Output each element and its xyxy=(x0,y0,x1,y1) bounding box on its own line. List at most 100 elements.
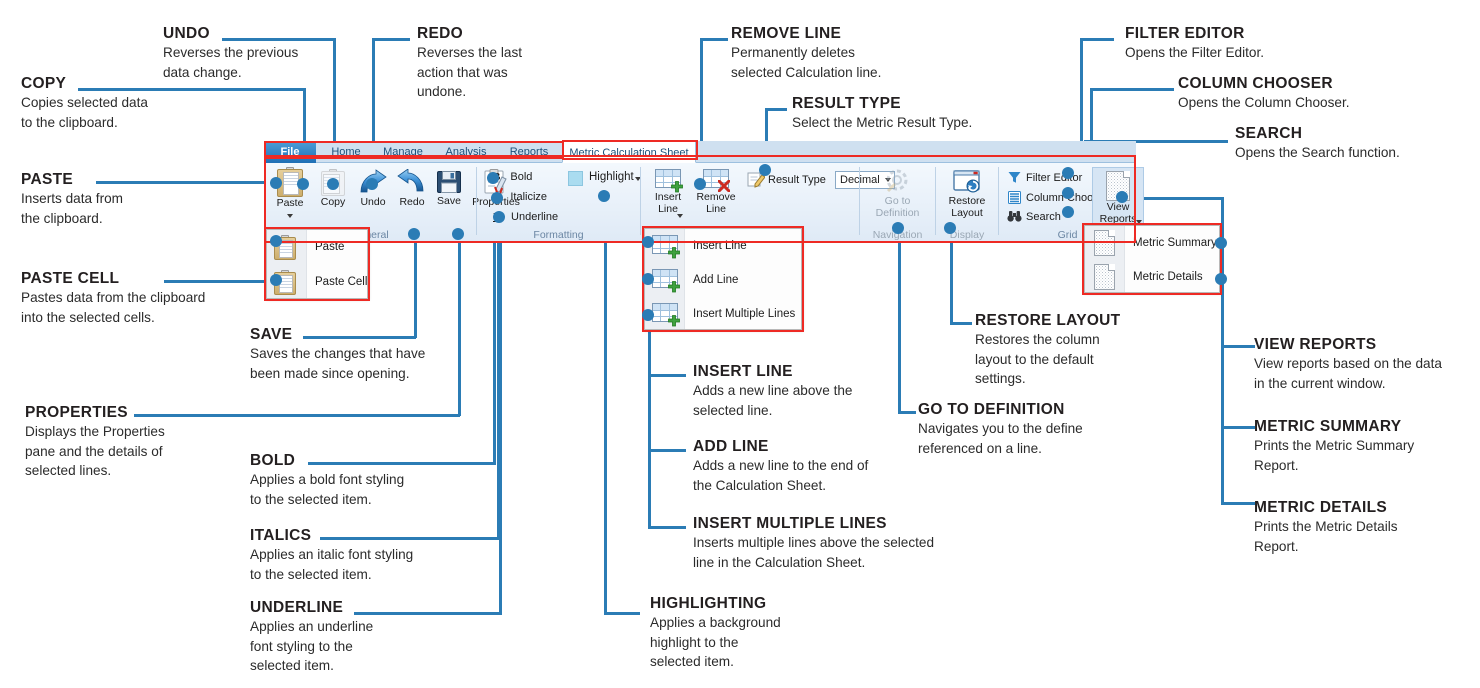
connector-copy-h1 xyxy=(78,88,306,91)
dot-insert-line xyxy=(642,236,654,248)
highlight-chevron-down-icon[interactable] xyxy=(635,177,641,181)
connector-search-h1 xyxy=(1084,140,1228,143)
go-to-definition-button[interactable]: Go to Definition xyxy=(860,169,935,220)
save-button[interactable]: Save xyxy=(431,169,467,208)
view-reports-menu-item-metric-details[interactable]: Metric Details xyxy=(1085,260,1219,294)
ribbon-tab-file[interactable]: File xyxy=(264,141,316,163)
callout-metric-details: METRIC DETAILS Prints the Metric Details… xyxy=(1254,499,1398,556)
restore-layout-button[interactable]: Restore Layout xyxy=(936,169,998,220)
paste-menu-item-paste-cell-label: Paste Cell xyxy=(315,276,368,288)
result-type-chevron-down-icon[interactable] xyxy=(885,178,891,182)
insert-line-menu-item-add-line[interactable]: Add Line xyxy=(645,263,801,297)
callout-view-reports-body: View reports based on the data in the cu… xyxy=(1254,356,1442,391)
result-type-select[interactable]: Decimal xyxy=(835,171,895,189)
redo-icon xyxy=(397,169,424,192)
callout-bold: BOLD Applies a bold font styling to the … xyxy=(250,452,404,509)
callout-redo-title: REDO xyxy=(417,25,463,42)
callout-save-title: SAVE xyxy=(250,326,293,343)
connector-filter-editor-v1 xyxy=(1080,38,1083,175)
connector-metric-summary-h xyxy=(1221,426,1255,429)
callout-undo-title: UNDO xyxy=(163,25,210,42)
view-reports-label-1: View xyxy=(1106,201,1130,213)
paste-menu-item-paste-cell[interactable]: Paste Cell xyxy=(267,265,367,300)
redo-button-label: Redo xyxy=(399,196,425,208)
go-to-definition-icon xyxy=(886,169,907,193)
callout-add-line-title: ADD LINE xyxy=(693,438,769,455)
paste-menu-item-paste[interactable]: Paste xyxy=(267,230,367,265)
ribbon-group-navigation: Go to Definition Navigation xyxy=(860,163,935,242)
dot-filter-editor xyxy=(1062,167,1074,179)
save-button-label: Save xyxy=(437,195,461,207)
connector-view-reports-h2 xyxy=(1221,345,1255,348)
insert-line-chevron-down-icon[interactable] xyxy=(677,214,683,218)
connector-highlighting-h1 xyxy=(604,612,640,615)
dot-go-to-definition xyxy=(892,222,904,234)
chevron-down-icon[interactable] xyxy=(287,214,293,218)
view-reports-menu-item-metric-summary[interactable]: Metric Summary xyxy=(1085,226,1219,260)
insert-line-menu-item-insert-multiple-lines[interactable]: Insert Multiple Lines xyxy=(645,297,801,331)
ribbon-tab-metric-calculation-sheet[interactable]: Metric Calculation Sheet xyxy=(562,141,696,163)
callout-highlighting-title: HIGHLIGHTING xyxy=(650,595,767,612)
remove-line-icon xyxy=(703,169,730,192)
connector-save-v1 xyxy=(414,234,417,338)
dot-remove-line xyxy=(694,178,706,190)
result-type-label: Result Type xyxy=(768,174,826,186)
dot-bold xyxy=(487,172,499,184)
ribbon-tab-reports[interactable]: Reports xyxy=(509,146,549,158)
go-to-definition-label-1: Go to xyxy=(884,195,911,207)
ribbon-tab-strip: File Home Manage Analysis Reports Metric… xyxy=(264,141,1136,163)
dot-result-type xyxy=(759,164,771,176)
insert-line-menu-item-insert-line[interactable]: Insert Line xyxy=(645,229,801,263)
dot-underline xyxy=(493,211,505,223)
connector-properties-v1 xyxy=(458,234,461,416)
paste-menu-item-paste-label: Paste xyxy=(315,241,345,253)
connector-result-type-v1 xyxy=(765,108,768,170)
remove-line-label-2: Line xyxy=(706,202,726,215)
connector-highlighting-v1 xyxy=(604,196,607,614)
callout-metric-summary-body: Prints the Metric Summary Report. xyxy=(1254,438,1415,473)
copy-button-label: Copy xyxy=(320,196,346,208)
group-separator-4 xyxy=(935,167,936,235)
connector-bold-h1 xyxy=(308,462,496,465)
connector-column-chooser-h1 xyxy=(1090,88,1174,91)
columns-icon xyxy=(1008,191,1021,204)
ribbon-tab-manage[interactable]: Manage xyxy=(383,146,423,158)
callout-highlighting-body: Applies a background highlight to the se… xyxy=(650,615,781,669)
callout-metric-summary: METRIC SUMMARY Prints the Metric Summary… xyxy=(1254,418,1415,475)
highlight-label[interactable]: Highlight xyxy=(589,171,634,183)
remove-line-button[interactable]: Remove Line xyxy=(691,169,741,216)
ribbon-tab-analysis[interactable]: Analysis xyxy=(445,146,487,158)
callout-result-type-body: Select the Metric Result Type. xyxy=(792,115,973,131)
callout-remove-line-body: Permanently deletes selected Calculation… xyxy=(731,45,882,80)
connector-add-line-h xyxy=(648,449,686,452)
save-icon xyxy=(437,171,461,193)
go-to-definition-label-2: Definition xyxy=(875,206,920,219)
highlight-color-swatch[interactable] xyxy=(568,171,583,186)
redo-button[interactable]: Redo xyxy=(393,169,431,209)
callout-paste-body: Inserts data from the clipboard. xyxy=(21,191,123,226)
dot-add-line xyxy=(642,273,654,285)
report-page-icon xyxy=(1094,264,1115,290)
connector-underline-v1 xyxy=(499,217,502,614)
connector-paste-cell-h1 xyxy=(164,280,276,283)
connector-copy-v1 xyxy=(303,88,306,184)
insert-line-menu-item-insert-line-label: Insert Line xyxy=(693,240,747,252)
ribbon-window: File Home Manage Analysis Reports Metric… xyxy=(264,141,1144,242)
connector-go-to-definition-v xyxy=(898,228,901,414)
insert-line-button[interactable]: Insert Line xyxy=(645,169,691,218)
view-reports-chevron-down-icon[interactable] xyxy=(1136,220,1142,224)
restore-layout-label-2: Layout xyxy=(951,206,983,219)
connector-remove-line-v1 xyxy=(700,38,703,184)
insert-line-icon xyxy=(652,235,680,259)
dot-redo xyxy=(366,178,378,190)
callout-paste-title: PASTE xyxy=(21,171,74,188)
ribbon-tab-home[interactable]: Home xyxy=(331,146,361,158)
callout-result-type: RESULT TYPE Select the Metric Result Typ… xyxy=(792,95,973,133)
connector-insert-line-h xyxy=(648,374,686,377)
search-label[interactable]: Search xyxy=(1026,211,1061,223)
callout-underline-title: UNDERLINE xyxy=(250,599,344,616)
restore-layout-label-1: Restore xyxy=(948,195,986,207)
callout-restore-layout-title: RESTORE LAYOUT xyxy=(975,312,1121,329)
dot-search xyxy=(1062,206,1074,218)
ribbon-group-lines: Insert Line Remove Line Result Type xyxy=(641,163,895,242)
